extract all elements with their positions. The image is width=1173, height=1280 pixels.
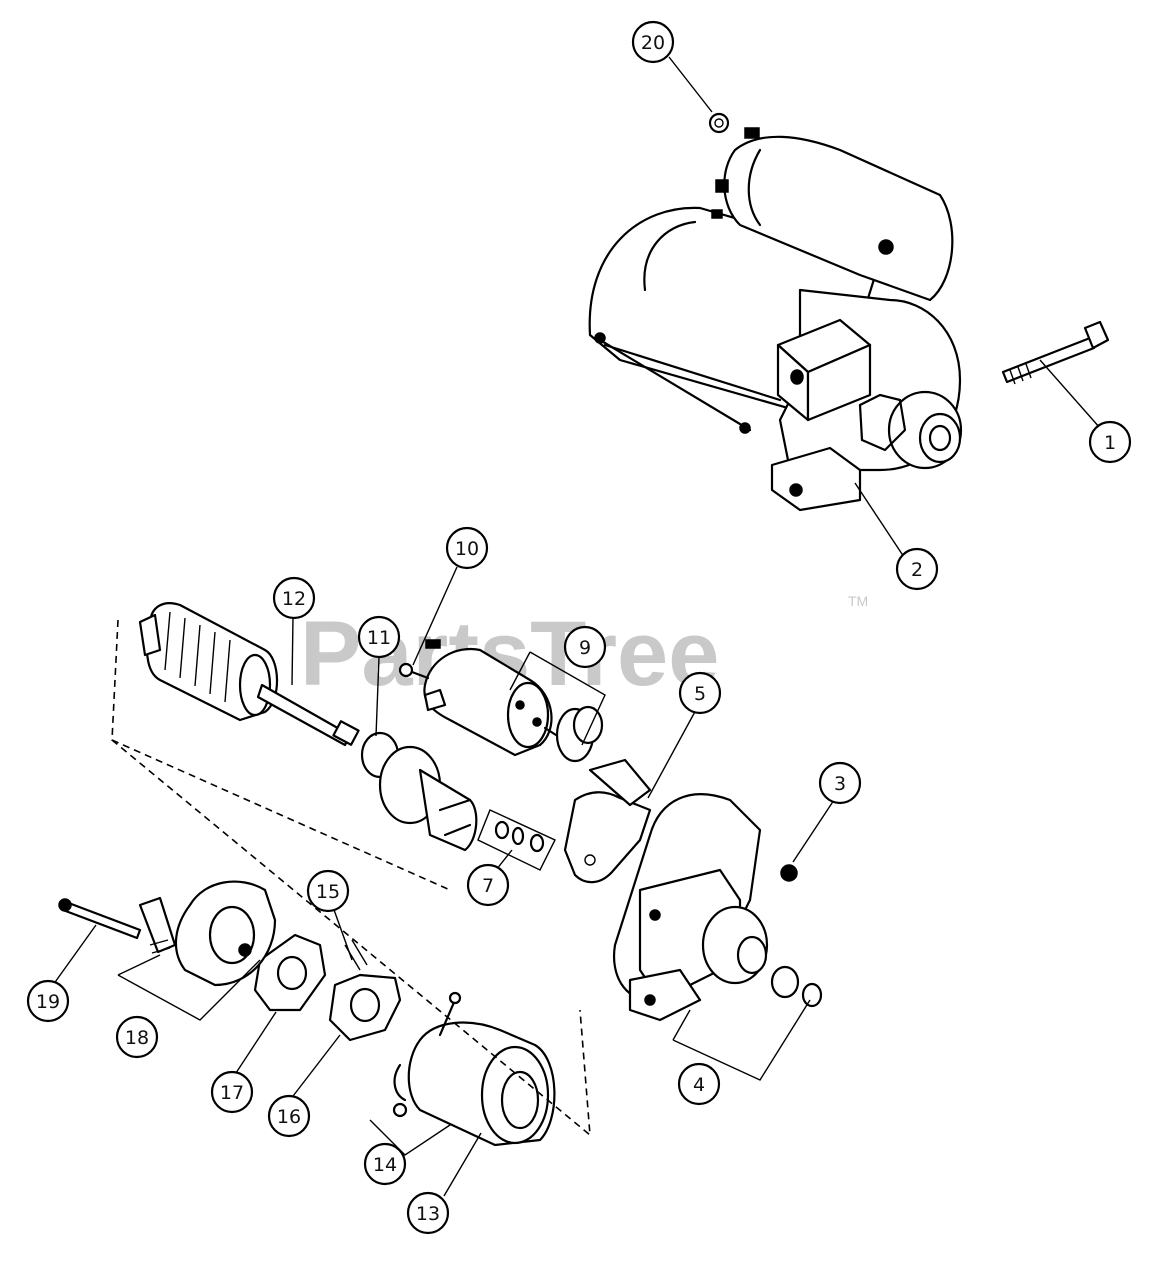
callout-10-label: 10 [455, 538, 479, 560]
callout-1: 1 [1088, 420, 1132, 464]
leader-lines [52, 56, 1101, 1197]
callout-3-label: 3 [834, 773, 846, 795]
callout-5-label: 5 [694, 683, 706, 705]
callout-16: 16 [267, 1094, 311, 1138]
washer-kit [477, 809, 556, 871]
callout-9: 9 [563, 625, 607, 669]
callout-14: 14 [363, 1142, 407, 1186]
callout-12-label: 12 [282, 588, 306, 610]
callout-18-label: 18 [125, 1027, 149, 1049]
armature [138, 602, 360, 747]
callout-14-label: 14 [373, 1154, 397, 1176]
terminal-nut [708, 112, 730, 134]
callout-10: 10 [445, 526, 489, 570]
callout-13: 13 [406, 1191, 450, 1235]
drive-housing [612, 793, 823, 1022]
drive-clutch [360, 731, 478, 852]
callout-16-label: 16 [277, 1106, 301, 1128]
callout-19: 19 [26, 979, 70, 1023]
callout-2: 2 [895, 547, 939, 591]
callout-15: 15 [306, 869, 350, 913]
callout-18: 18 [115, 1015, 159, 1059]
watermark-trademark: TM [848, 593, 868, 609]
assembly-guides [111, 619, 591, 1137]
callout-15-label: 15 [316, 881, 340, 903]
callout-4: 4 [677, 1062, 721, 1106]
callout-11-label: 11 [367, 627, 391, 649]
callout-7-label: 7 [482, 875, 494, 897]
insulator-plate [253, 933, 327, 1012]
brush-holder [328, 939, 402, 1042]
callout-20-label: 20 [641, 32, 665, 54]
callout-3: 3 [818, 761, 862, 805]
callout-17-label: 17 [220, 1082, 244, 1104]
callout-11: 11 [357, 615, 401, 659]
callout-2-label: 2 [911, 559, 923, 581]
callout-9-label: 9 [579, 637, 591, 659]
callout-1-label: 1 [1104, 432, 1116, 454]
callout-20: 20 [631, 20, 675, 64]
shift-lever [563, 758, 652, 884]
callout-7: 7 [466, 863, 510, 907]
starter-motor-assembly [588, 127, 963, 512]
callout-12: 12 [272, 576, 316, 620]
callout-4-label: 4 [693, 1074, 705, 1096]
through-bolt [58, 898, 142, 940]
group-brackets [117, 651, 811, 1156]
callout-13-label: 13 [416, 1203, 440, 1225]
mounting-bolt [1001, 320, 1110, 385]
callout-19-label: 19 [36, 991, 60, 1013]
callout-17: 17 [210, 1070, 254, 1114]
solenoid [398, 639, 558, 757]
end-frame [138, 880, 277, 987]
callout-5: 5 [678, 671, 722, 715]
yoke-frame [392, 991, 556, 1147]
